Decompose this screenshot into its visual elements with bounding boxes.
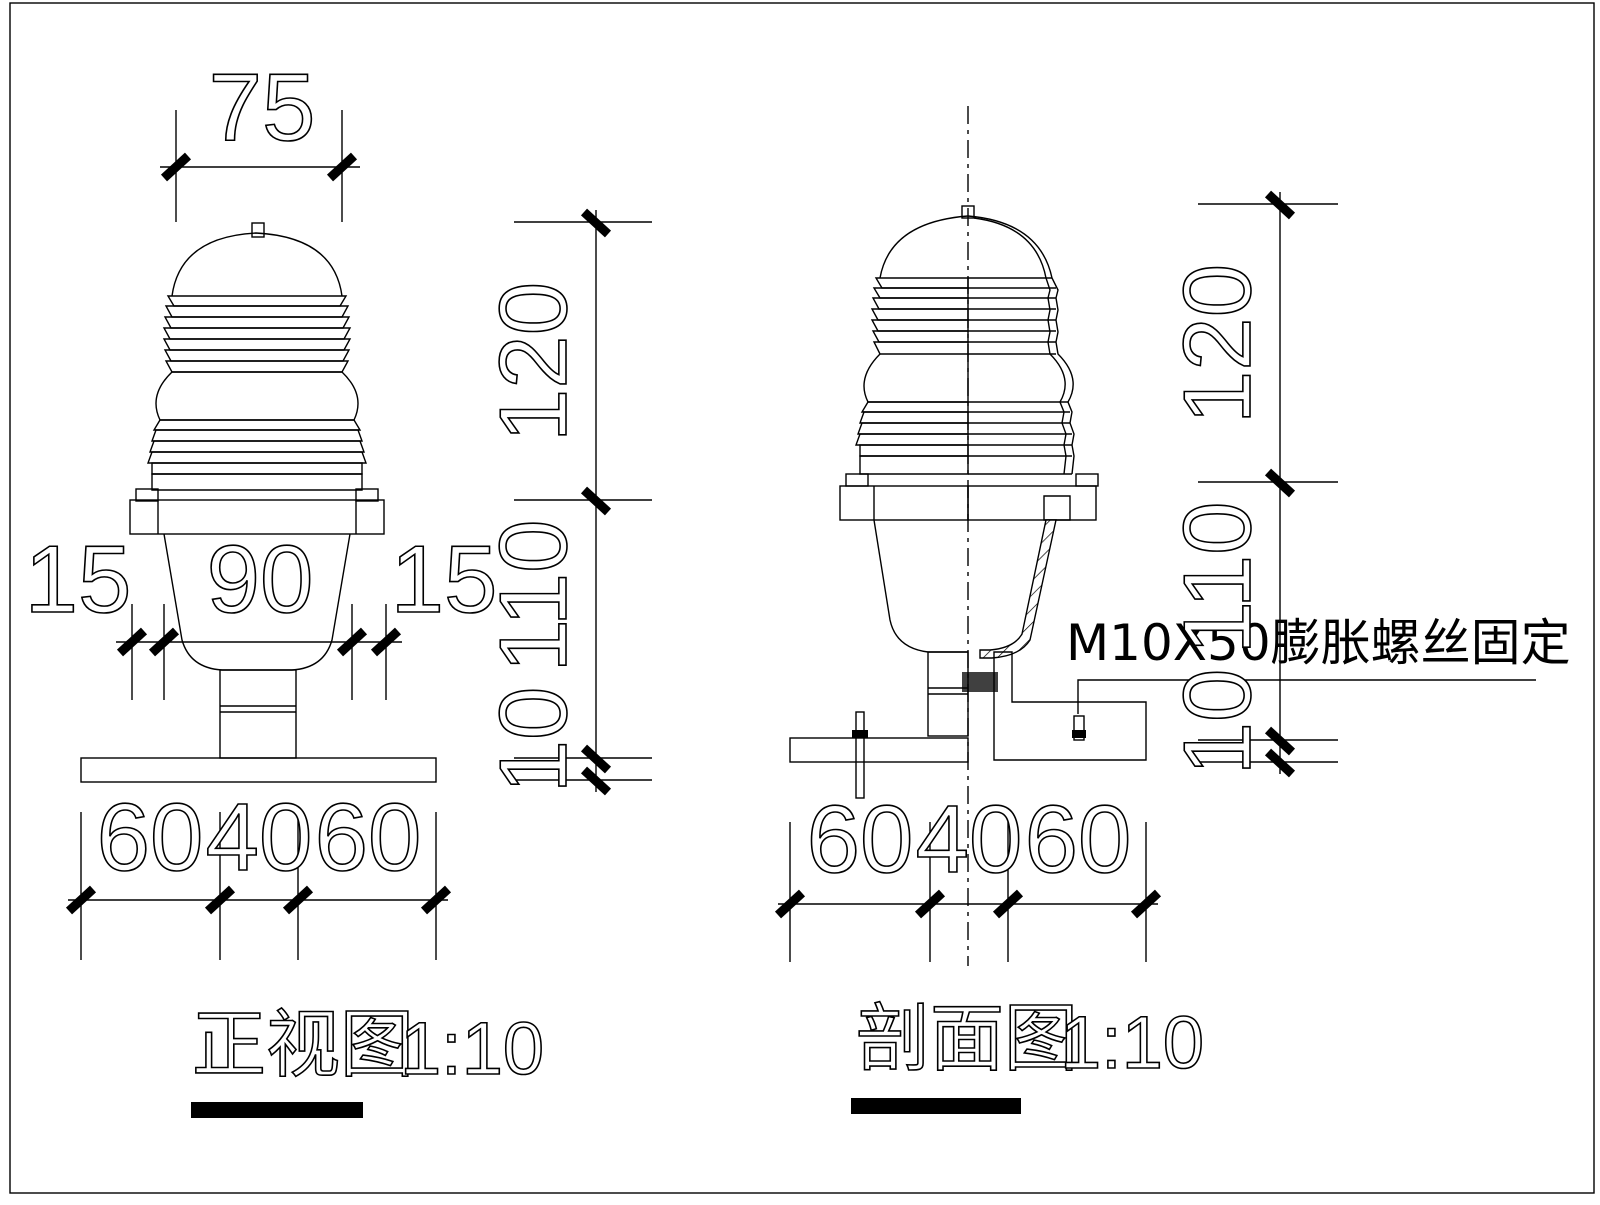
dim-text-110: 110 xyxy=(480,519,587,672)
section-dim-base: 60 40 60 xyxy=(774,785,1162,962)
bolt-note: M10X50膨胀螺丝固定 xyxy=(1066,614,1571,672)
dim-text-60-right: 60 xyxy=(1025,786,1132,893)
dim-text-15-left: 15 xyxy=(25,526,132,633)
section-view-title: 剖面图 xyxy=(856,997,1078,1080)
section-title-underline xyxy=(851,1098,1021,1114)
front-title-underline xyxy=(191,1102,363,1118)
front-flange xyxy=(129,488,385,535)
dim-text-10: 10 xyxy=(480,687,587,794)
front-view: 75 15 90 15 120 xyxy=(24,53,652,1118)
section-base-plate xyxy=(789,737,969,763)
dim-text-75: 75 xyxy=(209,54,316,161)
front-view-scale: 1:10 xyxy=(400,1007,544,1090)
front-view-title: 正视图 xyxy=(192,1003,414,1086)
front-dim-base: 60 40 60 xyxy=(65,783,452,960)
section-dim-vertical: 120 110 10 xyxy=(1163,190,1338,778)
section-view-scale: 1:10 xyxy=(1060,1001,1204,1084)
front-base-plate xyxy=(80,757,437,783)
dim-text-90: 90 xyxy=(207,526,314,633)
sheet-border xyxy=(9,2,1595,1194)
dim-text-60-right: 60 xyxy=(315,784,422,891)
front-lamp-dome xyxy=(147,222,367,491)
dim-text-120: 120 xyxy=(480,282,587,442)
dim-text-60-left: 60 xyxy=(807,786,914,893)
front-dim-mid: 15 90 15 xyxy=(24,525,498,700)
front-stem xyxy=(219,669,297,759)
section-view: M10X50膨胀螺丝固定 120 110 10 xyxy=(774,106,1571,1114)
dim-text-15-right: 15 xyxy=(391,526,498,633)
dim-text-40: 40 xyxy=(206,784,313,891)
section-lamp-right xyxy=(852,215,1147,799)
dim-text-10: 10 xyxy=(1164,669,1271,776)
dim-text-60-left: 60 xyxy=(97,784,204,891)
front-dim-top: 75 xyxy=(160,53,360,222)
bolt-note-leader xyxy=(1077,679,1536,714)
front-dim-vertical: 120 110 10 xyxy=(479,208,652,796)
dim-text-40: 40 xyxy=(916,786,1023,893)
dim-text-120: 120 xyxy=(1164,264,1271,424)
section-lamp-left xyxy=(839,205,998,737)
dim-text-110: 110 xyxy=(1164,501,1271,654)
